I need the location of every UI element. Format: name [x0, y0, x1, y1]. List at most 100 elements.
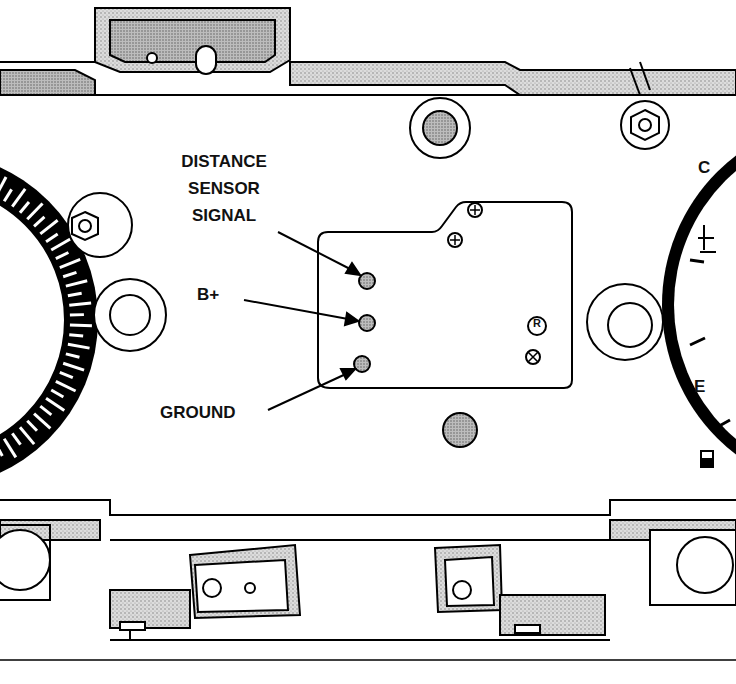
- housing: [0, 659, 736, 661]
- gauge-tick: [63, 363, 84, 370]
- terminal-pin: [354, 273, 375, 372]
- top-rail: [630, 62, 650, 95]
- top-rail: [0, 8, 290, 72]
- gauge-tick: [68, 293, 82, 295]
- gauge-tick: [63, 272, 76, 276]
- gauge-tick: [4, 189, 11, 201]
- bottom-frame: [195, 560, 288, 612]
- printed-circuit-plate: [318, 202, 572, 388]
- top-rail: [290, 62, 736, 95]
- bottom-frame: [0, 530, 50, 590]
- leader-line: [268, 373, 348, 410]
- leader-line: [244, 300, 348, 319]
- gauge-tick: [46, 234, 58, 242]
- leader-line: [346, 263, 360, 275]
- mounting-boss: [94, 279, 166, 351]
- temp-fuel-gauge: [690, 260, 704, 262]
- top-rail: [0, 8, 736, 95]
- housing: [0, 500, 736, 515]
- leader-line: [278, 232, 352, 270]
- gauge-tick: [68, 344, 90, 348]
- gauge-tick: [27, 203, 42, 219]
- printed-circuit-plate: [448, 203, 546, 364]
- gauge-letter: E: [694, 377, 714, 397]
- bottom-frame: [110, 540, 610, 640]
- gauge-tick: [40, 406, 51, 415]
- gauge-tick: [56, 381, 76, 391]
- gauge-tick: [46, 398, 64, 410]
- gauge-tick: [69, 335, 83, 336]
- printed-circuit-plate: [526, 350, 540, 364]
- gauge-tick: [66, 354, 80, 357]
- mounting-boss: [443, 413, 477, 447]
- printed-circuit-plate: [448, 233, 462, 247]
- printed-circuit-plate: [528, 352, 538, 362]
- gauge-tick: [70, 313, 84, 316]
- bottom-frame: [203, 579, 221, 597]
- leader-line: [345, 313, 358, 325]
- housing: [0, 95, 736, 660]
- mounting-boss: [68, 98, 669, 447]
- mounting-boss: [621, 101, 669, 149]
- bottom-frame: [500, 595, 605, 635]
- gauge-tick: [0, 444, 2, 456]
- bottom-frame: [120, 622, 145, 630]
- gauge-tick: [70, 323, 92, 327]
- signal-name: B+: [197, 285, 247, 305]
- speedometer-gauge: [0, 185, 65, 455]
- top-rail: [110, 20, 275, 62]
- temp-fuel-gauge: [662, 117, 736, 493]
- gauge-tick: [27, 421, 37, 431]
- gauge-tick: [20, 202, 29, 213]
- signal-name: DISTANCE SENSOR SIGNAL: [166, 148, 282, 230]
- mounting-boss: [587, 284, 663, 360]
- gauge-tick: [34, 217, 44, 226]
- bottom-frame: [453, 581, 471, 599]
- gauge-tick: [69, 303, 91, 305]
- temp-fuel-gauge: [690, 260, 730, 430]
- temp-fuel-gauge: [700, 450, 714, 468]
- gauge-tick: [56, 252, 69, 258]
- gauge-tick: [34, 414, 50, 429]
- gauge-tick: [20, 427, 34, 444]
- bottom-frame: [677, 537, 733, 593]
- bottom-frame: [245, 583, 255, 593]
- temp-fuel-gauge: [702, 452, 712, 458]
- temp-fuel-gauge: [690, 338, 705, 345]
- printed-circuit-plate: [468, 203, 482, 217]
- bottom-frame: [435, 545, 502, 612]
- printed-circuit-plate: [318, 202, 572, 388]
- mounting-boss: [423, 111, 457, 145]
- bottom-frame: [0, 520, 736, 640]
- bottom-frame: [0, 525, 50, 600]
- bottom-frame: [650, 530, 736, 605]
- terminal-pin: [359, 315, 375, 331]
- gauge-tick: [4, 439, 16, 458]
- hex-screw: [79, 220, 91, 232]
- leader-line: [244, 232, 360, 410]
- printed-circuit-plate: [528, 317, 546, 335]
- printed-circuit-plate: [450, 235, 460, 245]
- stamp-letter: R: [530, 317, 544, 330]
- gauge-tick: [60, 372, 73, 377]
- mounting-boss: [110, 295, 150, 335]
- temp-fuel-gauge: [712, 420, 730, 430]
- gauge-tick: [60, 259, 80, 267]
- hex-screw: [72, 212, 98, 240]
- gauge-tick: [66, 281, 87, 286]
- gauge-tick: [0, 177, 6, 196]
- hex-screw: [639, 119, 651, 131]
- gauge-letter: C: [698, 158, 718, 178]
- leader-line: [341, 369, 355, 379]
- printed-circuit-plate: [450, 205, 538, 362]
- bottom-frame: [190, 545, 300, 618]
- terminal-pin: [354, 356, 370, 372]
- mounting-boss: [68, 193, 132, 257]
- bottom-frame: [515, 625, 540, 633]
- gauge-tick: [40, 220, 57, 234]
- signal-name: GROUND: [160, 403, 270, 423]
- top-rail: [196, 46, 216, 74]
- top-rail: [0, 70, 95, 95]
